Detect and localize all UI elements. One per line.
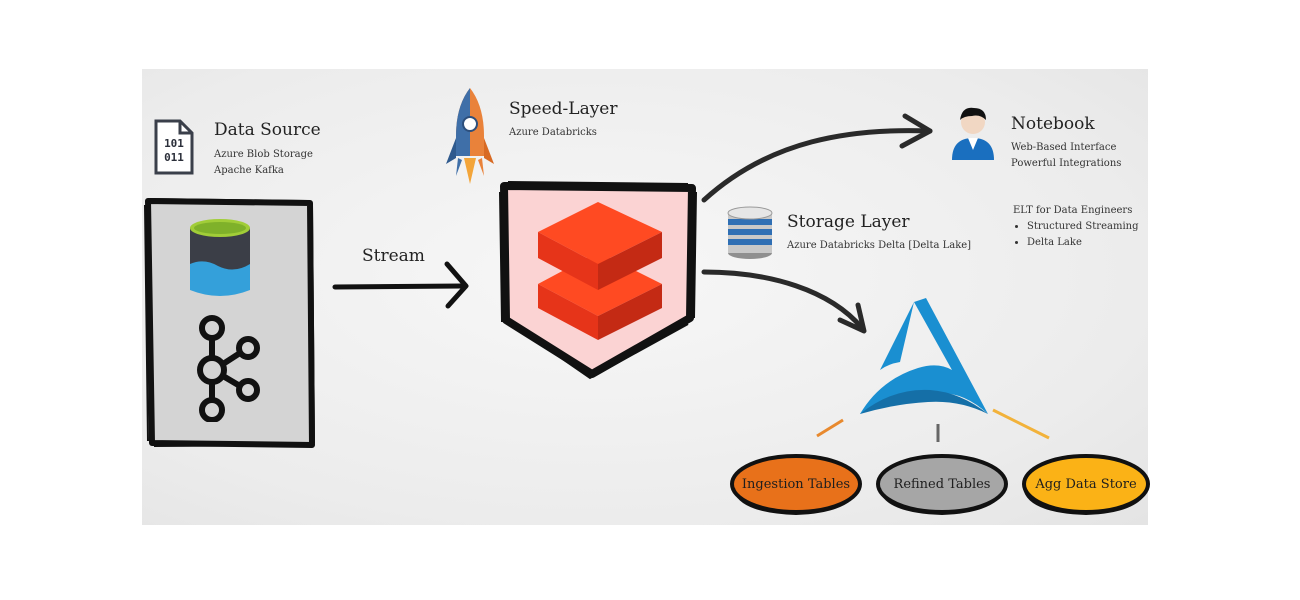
branch-line-agg [992,408,1050,440]
notebook-line: Web-Based Interface [1011,142,1117,153]
svg-text:011: 011 [164,151,184,164]
delta-arrow [701,269,865,331]
blob-storage-icon [190,219,250,296]
speed-layer-subtitle: Azure Databricks [509,127,597,138]
notebook-line: Powerful Integrations [1011,158,1122,169]
data-source-icon: 101 011 [150,117,198,181]
stream-label: Stream [362,246,425,266]
storage-layer-title: Storage Layer [787,212,910,232]
agg-data-store-label: Agg Data Store [1035,477,1137,492]
stream-arrow [332,283,465,290]
ingestion-tables-pill [730,454,862,516]
elt-list: Structured Streaming Delta Lake [1013,219,1138,251]
storage-database-icon [727,206,773,259]
data-source-box [144,198,315,448]
delta-lake-logo-icon [860,298,988,414]
branch-line-ingestion [816,418,844,438]
elt-item: Structured Streaming [1027,219,1138,235]
refined-tables-pill [876,454,1008,516]
elt-heading: ELT for Data Engineers [1013,205,1133,216]
notebook-lines: Web-Based Interface Powerful Integration… [1011,140,1121,172]
databricks-logo-icon [538,202,662,340]
refined-tables-label: Refined Tables [893,477,991,492]
notebook-title: Notebook [1011,114,1095,134]
notebook-arrow [701,128,933,203]
data-source-title: Data Source [214,120,321,140]
agg-data-store-pill [1022,454,1150,516]
speed-layer-title: Speed-Layer [509,99,618,119]
rocket-icon [446,88,494,184]
data-source-lines: Azure Blob Storage Apache Kafka [214,147,313,179]
kafka-icon [197,315,260,422]
stream-arrowhead [444,261,469,309]
elt-item: Delta Lake [1027,235,1138,251]
storage-layer-subtitle: Azure Databricks Delta [Delta Lake] [787,240,972,251]
ingestion-tables-label: Ingestion Tables [741,477,851,492]
data-source-line: Azure Blob Storage [214,149,313,160]
delta-arrowhead [837,302,867,334]
elt-block: ELT for Data Engineers Structured Stream… [1013,203,1138,251]
svg-text:101: 101 [164,137,184,150]
data-source-line: Apache Kafka [214,165,284,176]
user-avatar-icon [952,107,994,160]
notebook-arrowhead [899,113,933,149]
